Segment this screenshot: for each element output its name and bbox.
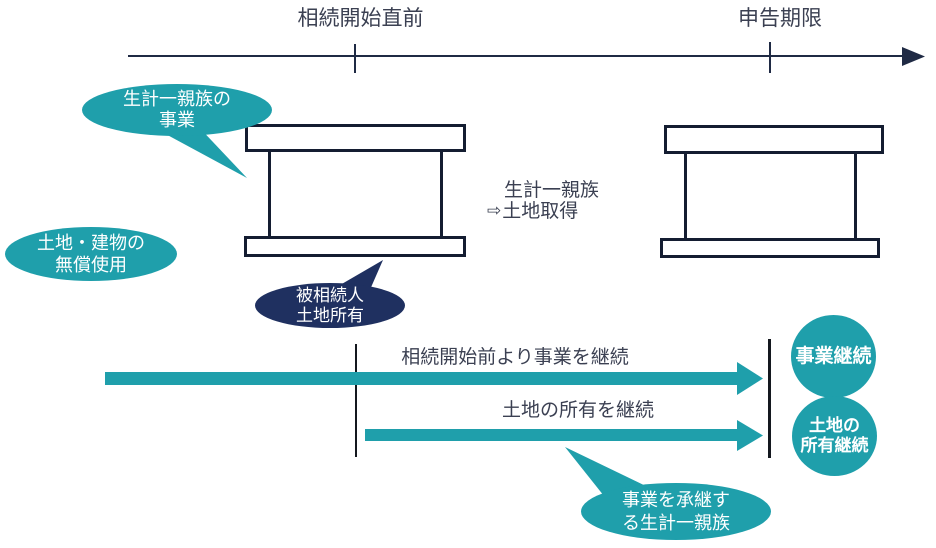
business-continuation-badge-label: 事業継続 [795, 345, 872, 367]
land-acquisition-note-line1: 生計一親族 [504, 180, 600, 201]
land-continue-arrowhead-icon [737, 420, 763, 451]
left-building-post-left [268, 152, 271, 236]
decedent-land-bubble-line1: 被相続人 [296, 285, 364, 305]
land-acquisition-note: 生計一親族 ⇨土地取得 [487, 180, 637, 222]
free-use-bubble: 土地・建物の 無償使用 [5, 227, 177, 281]
land-acquisition-note-line2: 土地取得 [502, 201, 579, 222]
filing-deadline-vertical-line [768, 339, 771, 458]
right-building-post-right [854, 154, 857, 238]
right-building-base [660, 238, 880, 258]
family-business-bubble-line1: 生計一親族の [123, 89, 231, 109]
family-business-bubble-line2: 事業 [159, 110, 195, 130]
free-use-bubble-line2: 無償使用 [55, 255, 127, 275]
land-ownership-continuation-badge: 土地の 所有継続 [792, 396, 877, 476]
family-business-bubble: 生計一親族の 事業 [82, 84, 272, 136]
left-building-post-right [440, 152, 443, 236]
right-building-post-left [684, 154, 687, 238]
left-building-roof [245, 124, 466, 152]
decedent-land-bubble-line2: 土地所有 [296, 305, 364, 325]
land-continue-label: 土地の所有を継続 [501, 400, 654, 421]
left-building-base [244, 236, 466, 257]
business-continue-arrow-bar [105, 372, 738, 385]
business-continue-arrowhead-icon [737, 362, 763, 395]
timeline-axis [128, 55, 905, 57]
timeline-arrowhead-icon [902, 47, 925, 66]
land-acquisition-note-line2-row: ⇨土地取得 [487, 201, 637, 222]
inheritance-start-vertical-line [355, 344, 357, 457]
timeline-label-inheritance-start: 相続開始直前 [297, 7, 424, 30]
successor-bubble-line2: る生計一親族 [622, 512, 730, 533]
right-building-roof [664, 125, 884, 154]
timeline-tick-inheritance-start [354, 44, 356, 73]
rightwards-white-arrow-icon: ⇨ [487, 201, 502, 220]
business-continue-label: 相続開始前より事業を継続 [401, 347, 629, 368]
land-continue-arrow-bar [365, 429, 738, 441]
timeline-tick-filing-deadline [769, 42, 771, 73]
timeline-label-filing-deadline: 申告期限 [738, 7, 822, 30]
decedent-land-bubble: 被相続人 土地所有 [255, 283, 405, 328]
land-ownership-badge-line2: 所有継続 [800, 436, 869, 455]
business-continuation-badge: 事業継続 [791, 315, 876, 398]
successor-bubble: 事業を承継す る生計一親族 [581, 483, 771, 540]
land-ownership-badge-line1: 土地の [809, 416, 860, 435]
free-use-bubble-line1: 土地・建物の [37, 233, 145, 253]
successor-bubble-line1: 事業を承継す [622, 489, 730, 510]
